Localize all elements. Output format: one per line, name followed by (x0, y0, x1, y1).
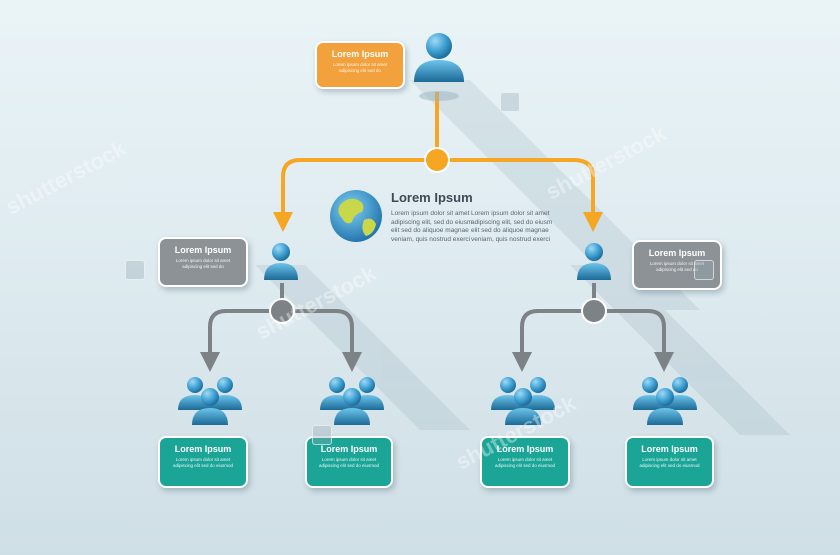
decorative-shadows (255, 80, 790, 435)
left-manager-subtext: Lorem ipsum dolor sit amet adipiscing el… (175, 258, 231, 269)
top-role-title: Lorem Ipsum (331, 49, 389, 59)
team-box-4-title: Lorem Ipsum (641, 444, 698, 454)
team-box-4: Lorem Ipsum Lorem ipsum dolor sit amet a… (625, 436, 714, 488)
watermark-logo-icon-4 (694, 260, 714, 280)
left-connectors (200, 283, 362, 372)
globe-icon (330, 190, 382, 242)
left-manager-person-icon (264, 243, 298, 280)
watermark-logo-icon-1 (500, 92, 520, 112)
ceo-person-icon (414, 33, 464, 101)
team-box-1: Lorem Ipsum Lorem ipsum dolor sit amet a… (158, 436, 248, 488)
center-paragraph-right: Lorem ipsum dolor sit amet adipiscing el… (471, 210, 553, 243)
team-box-3-title: Lorem Ipsum (496, 444, 554, 454)
team-group-icon-4 (633, 377, 697, 425)
team-box-1-subtext: Lorem ipsum dolor sit amet adipiscing el… (172, 457, 234, 468)
left-manager-title: Lorem Ipsum (174, 245, 232, 255)
team-box-3: Lorem Ipsum Lorem ipsum dolor sit amet a… (480, 436, 570, 488)
top-junction-node (424, 147, 450, 173)
watermark-logo-icon-2 (125, 260, 145, 280)
team-group-icon-2 (320, 377, 384, 425)
team-box-3-subtext: Lorem ipsum dolor sit amet adipiscing el… (494, 457, 556, 468)
right-manager-box: Lorem Ipsum Lorem ipsum dolor sit amet a… (632, 240, 722, 290)
team-box-2-title: Lorem Ipsum (320, 444, 378, 454)
team-box-1-title: Lorem Ipsum (174, 444, 232, 454)
right-manager-person-icon (577, 243, 611, 280)
watermark-logo-icon-3 (312, 425, 332, 445)
right-manager-title: Lorem Ipsum (648, 248, 706, 258)
team-box-4-subtext: Lorem ipsum dolor sit amet adipiscing el… (639, 457, 700, 468)
right-manager-subtext: Lorem ipsum dolor sit amet adipiscing el… (649, 261, 705, 272)
right-connectors (512, 283, 674, 372)
center-title: Lorem Ipsum (391, 190, 473, 205)
team-group-icon-3 (491, 377, 555, 425)
team-group-icon-1 (178, 377, 242, 425)
center-paragraph-left: Lorem ipsum dolor sit amet adipiscing el… (391, 210, 473, 243)
left-manager-box: Lorem Ipsum Lorem ipsum dolor sit amet a… (158, 237, 248, 287)
right-junction-node (581, 298, 607, 324)
team-box-2-subtext: Lorem ipsum dolor sit amet adipiscing el… (318, 457, 380, 468)
top-connectors (273, 92, 603, 232)
top-role-subtext: Lorem ipsum dolor sit amet adipiscing el… (332, 62, 388, 73)
left-junction-node (269, 298, 295, 324)
top-role-box: Lorem Ipsum Lorem ipsum dolor sit amet a… (315, 41, 405, 89)
